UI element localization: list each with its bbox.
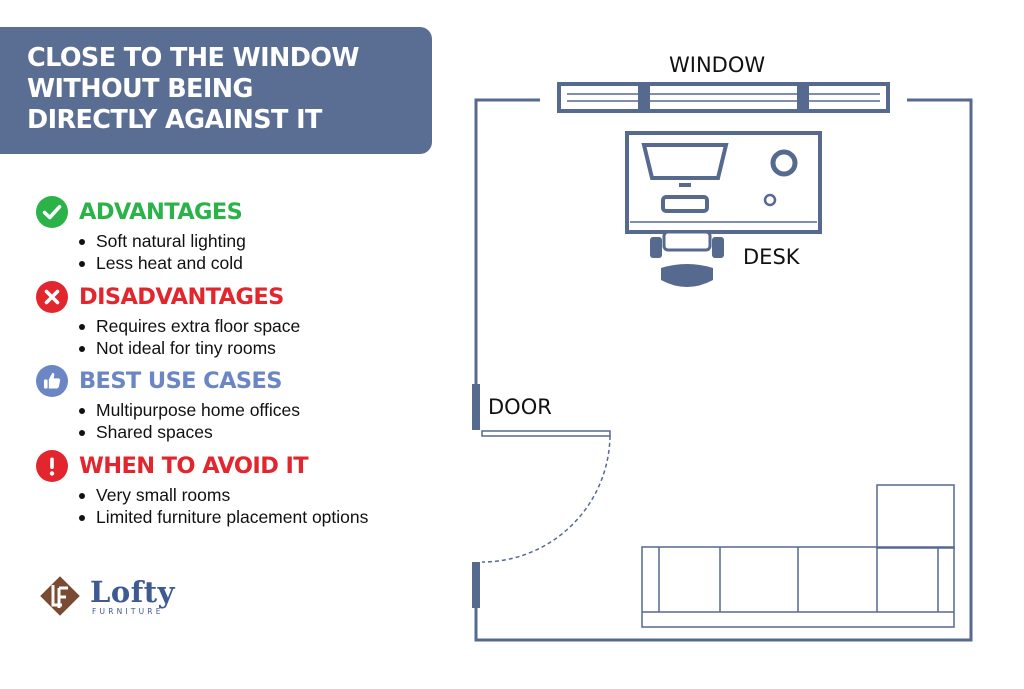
- desk-shape: [625, 131, 822, 234]
- desk-label: DESK: [743, 245, 801, 269]
- window-shape: [557, 82, 890, 113]
- lofty-furniture-logo: Lofty FURNITURE: [36, 572, 175, 620]
- section-advantages: ADVANTAGES Soft natural lighting Less he…: [36, 196, 246, 274]
- list-item: Soft natural lighting: [79, 231, 246, 251]
- door-jamb-bottom: [472, 562, 480, 608]
- door-jamb-top: [472, 384, 480, 430]
- lamp-shape: [770, 149, 798, 177]
- thumbs-up-icon: [36, 365, 68, 397]
- section-title-advantages: ADVANTAGES: [79, 199, 243, 225]
- logo-name: Lofty: [90, 574, 175, 609]
- logo-mark-icon: [40, 576, 80, 616]
- wall-right-bottom: [474, 98, 973, 642]
- title-banner: CLOSE TO THE WINDOW WITHOUT BEING DIRECT…: [0, 27, 432, 154]
- sofa-shape: [641, 484, 955, 628]
- logo-wordmark: Lofty FURNITURE: [90, 577, 175, 616]
- keyboard-shape: [661, 195, 709, 213]
- check-circle-icon: [36, 196, 68, 228]
- section-title-best-use-cases: BEST USE CASES: [79, 368, 282, 394]
- best-use-cases-list: Multipurpose home offices Shared spaces: [36, 400, 300, 443]
- section-disadvantages: DISADVANTAGES Requires extra floor space…: [36, 281, 300, 359]
- chair-shape: [650, 230, 724, 287]
- logo-subtitle: FURNITURE: [92, 606, 164, 616]
- window-label: WINDOW: [669, 53, 765, 77]
- monitor-shape: [641, 143, 729, 180]
- wall-top-left: [474, 98, 540, 388]
- list-item: Multipurpose home offices: [79, 400, 300, 420]
- when-to-avoid-list: Very small rooms Limited furniture place…: [36, 485, 368, 528]
- list-item: Limited furniture placement options: [78, 506, 369, 527]
- section-title-when-to-avoid: WHEN TO AVOID IT: [79, 453, 309, 479]
- door-panel: [481, 430, 611, 437]
- list-item: Not ideal for tiny rooms: [78, 338, 300, 360]
- title-line-3: DIRECTLY AGAINST IT: [27, 105, 322, 135]
- door-swing-arc: [481, 435, 611, 563]
- advantages-list: Soft natural lighting Less heat and cold: [36, 231, 246, 274]
- section-when-to-avoid: WHEN TO AVOID IT Very small rooms Limite…: [36, 450, 368, 528]
- list-item: Requires extra floor space: [78, 316, 301, 336]
- section-best-use-cases: BEST USE CASES Multipurpose home offices…: [36, 365, 300, 443]
- x-circle-icon: [36, 281, 68, 313]
- list-item: Less heat and cold: [79, 253, 246, 275]
- title-line-1: CLOSE TO THE WINDOW: [27, 43, 360, 73]
- section-title-disadvantages: DISADVANTAGES: [79, 284, 284, 310]
- title-line-2: WITHOUT BEING: [27, 74, 253, 104]
- mouse-shape: [763, 193, 777, 207]
- door-label: DOOR: [488, 395, 552, 419]
- list-item: Shared spaces: [79, 422, 300, 444]
- list-item: Very small rooms: [78, 485, 368, 507]
- disadvantages-list: Requires extra floor space Not ideal for…: [36, 316, 300, 359]
- exclamation-circle-icon: [36, 450, 68, 482]
